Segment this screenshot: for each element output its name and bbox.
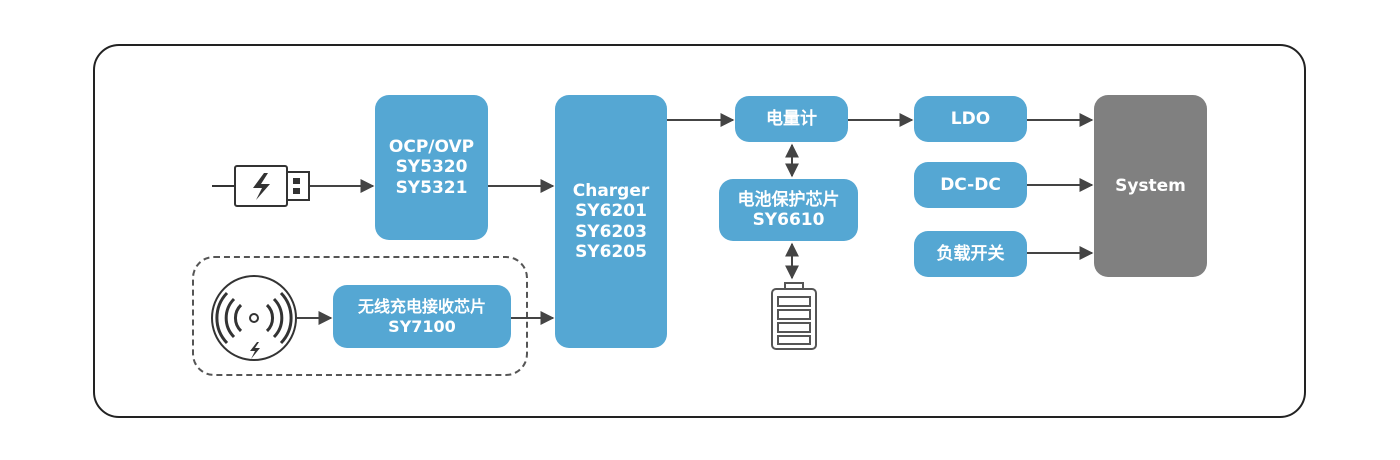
ldo-label: LDO <box>950 108 991 129</box>
fuel-gauge-block: 电量计 <box>735 96 848 142</box>
dcdc-label: DC-DC <box>940 174 1001 195</box>
ocp-ovp-part-2: SY5321 <box>395 177 468 198</box>
charger-part-1: SY6201 <box>575 201 647 222</box>
wireless-group-boundary <box>192 256 528 376</box>
charger-part-2: SY6203 <box>575 221 647 242</box>
load-switch-block: 负载开关 <box>914 231 1027 277</box>
charger-block: Charger SY6201 SY6203 SY6205 <box>555 95 667 348</box>
load-switch-label: 负载开关 <box>936 243 1005 264</box>
system-label: System <box>1115 175 1186 196</box>
wireless-rx-label: 无线充电接收芯片 <box>357 297 486 317</box>
ocp-ovp-label: OCP/OVP <box>388 136 475 157</box>
dcdc-block: DC-DC <box>914 162 1027 208</box>
system-block: System <box>1094 95 1207 277</box>
battery-protection-block: 电池保护芯片 SY6610 <box>719 179 858 241</box>
battery-protection-part: SY6610 <box>752 210 825 230</box>
wireless-charging-pad-icon <box>211 275 297 361</box>
battery-protection-label: 电池保护芯片 <box>737 189 840 210</box>
ldo-block: LDO <box>914 96 1027 142</box>
charger-part-3: SY6205 <box>575 241 647 262</box>
fuel-gauge-label: 电量计 <box>766 108 817 129</box>
ocp-ovp-part-1: SY5320 <box>395 157 468 178</box>
wireless-rx-block: 无线充电接收芯片 SY7100 <box>333 285 511 348</box>
battery-icon <box>771 282 817 350</box>
usb-plug-icon <box>212 165 310 207</box>
wireless-rx-part: SY7100 <box>388 316 456 336</box>
diagram-frame <box>93 44 1306 418</box>
ocp-ovp-block: OCP/OVP SY5320 SY5321 <box>375 95 488 240</box>
charger-label: Charger <box>572 180 650 201</box>
